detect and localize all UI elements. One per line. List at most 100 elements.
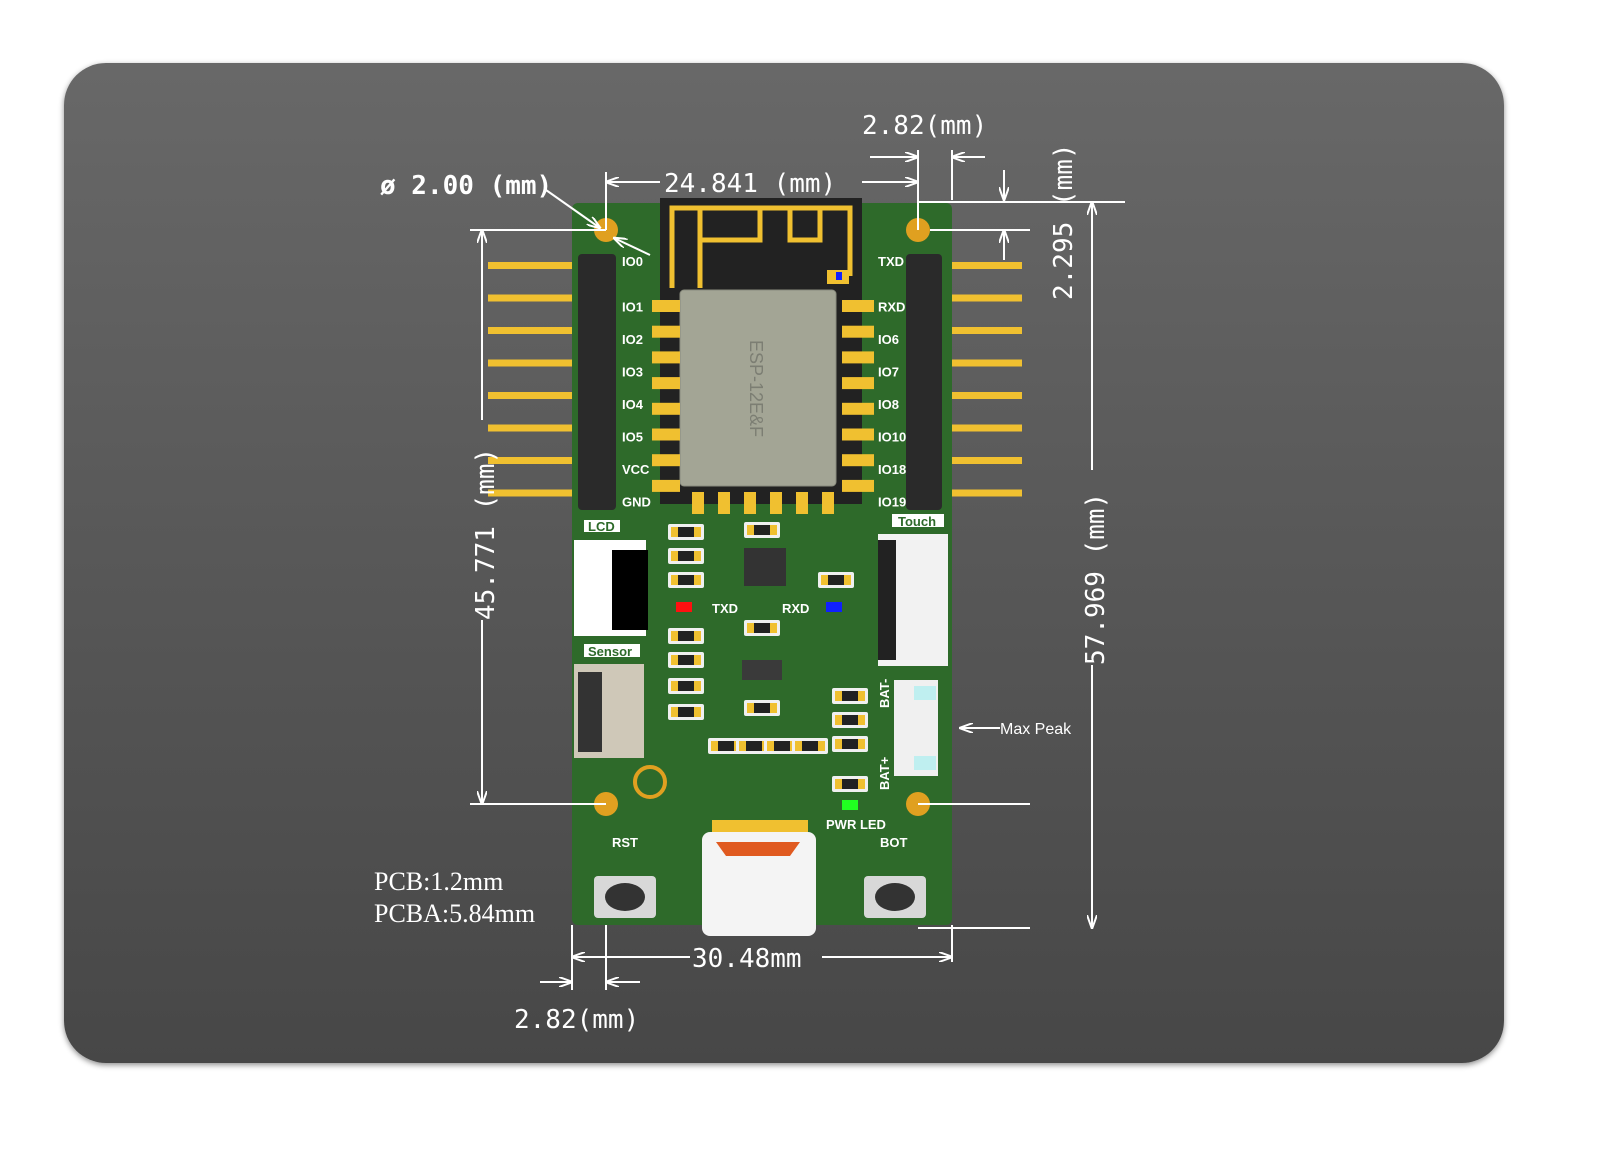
regulator-chip (742, 660, 782, 680)
header-pin (940, 327, 1022, 334)
right-pin-label: IO19 (878, 495, 906, 510)
rst-label: RST (612, 835, 638, 850)
rxd-led-label: RXD (782, 601, 809, 616)
sensor-connector: Sensor (574, 644, 644, 758)
bot-label: BOT (880, 835, 908, 850)
esp-module: ESP-12E&F (652, 198, 874, 514)
module-pad (842, 300, 874, 312)
bat-neg-label: BAT- (877, 679, 892, 708)
smd-body (678, 631, 694, 641)
left-pin-label: GND (622, 495, 651, 510)
hole-diameter-label: ø 2.00 (mm) (380, 171, 552, 201)
usb-c-connector (702, 820, 816, 936)
module-pad (652, 454, 680, 467)
module-pad (652, 428, 680, 441)
module-pad (842, 479, 874, 492)
module-pad (770, 492, 782, 514)
smd-components (668, 522, 868, 792)
pwr-led-label: PWR LED (826, 817, 886, 832)
mcu-chip (744, 548, 786, 586)
pcba-thickness-label: PCBA:5.84mm (374, 899, 535, 928)
header-pin (488, 294, 584, 302)
left-header (578, 254, 616, 510)
lcd-connector: LCD (574, 519, 648, 636)
smd-body (802, 741, 818, 751)
module-pad (652, 325, 680, 338)
left-pin-label: IO1 (622, 300, 643, 315)
module-pad (744, 492, 756, 514)
module-pad (652, 479, 680, 492)
pcb-thickness-label: PCB:1.2mm (374, 867, 503, 896)
dimension-lines (470, 150, 1125, 990)
touch-connector: Touch (878, 514, 948, 666)
module-pad (692, 492, 704, 514)
reset-button[interactable] (594, 876, 656, 918)
module-pad (842, 428, 874, 441)
left-pin-label: IO2 (622, 332, 643, 347)
module-pad (842, 325, 874, 338)
smd-body (754, 703, 770, 713)
smd-body (678, 655, 694, 665)
right-pin-label: IO7 (878, 365, 899, 380)
smd-body (678, 551, 694, 561)
vertical-hole-spacing-label: 45.771 (mm) (471, 448, 501, 620)
header-pin (940, 359, 1022, 367)
left-pin-label: IO0 (622, 254, 643, 269)
smd-body (842, 739, 858, 749)
board-width-label: 30.48mm (692, 944, 802, 974)
header-pin (940, 424, 1022, 432)
module-pad (652, 300, 680, 312)
txd-led (676, 602, 692, 612)
right-pin-label: IO18 (878, 462, 906, 477)
left-pin-label: IO4 (622, 397, 644, 412)
module-pad (842, 377, 874, 390)
header-pin (488, 424, 584, 432)
smd-body (754, 525, 770, 535)
module-pad (842, 454, 874, 467)
bat-pos-label: BAT+ (877, 756, 892, 790)
right-pin-label: TXD (878, 254, 904, 269)
lcd-label: LCD (588, 519, 615, 534)
txd-led-label: TXD (712, 601, 738, 616)
module-pad (842, 402, 874, 415)
top-hole-offset-label: 2.295 (mm) (1049, 143, 1079, 300)
pwr-led (842, 800, 858, 810)
smd-body (754, 623, 770, 633)
header-pin (488, 489, 584, 497)
header-pin (488, 262, 584, 269)
header-pin (940, 489, 1022, 497)
smd-body (678, 681, 694, 691)
top-edge-offset-label: 2.82(mm) (862, 111, 987, 141)
smd-body (842, 715, 858, 725)
left-header-pins (488, 262, 584, 497)
smd-body (774, 741, 790, 751)
module-pad (842, 351, 874, 364)
module-pad (718, 492, 730, 514)
boot-button[interactable] (864, 876, 926, 918)
left-pin-label: IO3 (622, 365, 643, 380)
right-pin-label: IO8 (878, 397, 899, 412)
header-pin (488, 359, 584, 367)
header-pin (488, 327, 584, 334)
touch-label: Touch (898, 514, 936, 529)
smd-body (718, 741, 734, 751)
left-pin-label: VCC (622, 462, 650, 477)
smd-body (842, 779, 858, 789)
header-pin (488, 457, 584, 464)
smd-body (746, 741, 762, 751)
right-header (906, 254, 942, 510)
smd-body (678, 527, 694, 537)
smd-body (678, 575, 694, 585)
header-pin (940, 457, 1022, 464)
right-pin-label: IO10 (878, 430, 906, 445)
header-pin (940, 262, 1022, 269)
smd-body (678, 707, 694, 717)
module-pad (822, 492, 834, 514)
module-pad (652, 377, 680, 390)
header-pin (940, 392, 1022, 399)
test-pad (633, 765, 667, 799)
rxd-led (826, 602, 842, 612)
right-header-pins (940, 262, 1022, 497)
sensor-label: Sensor (588, 644, 632, 659)
